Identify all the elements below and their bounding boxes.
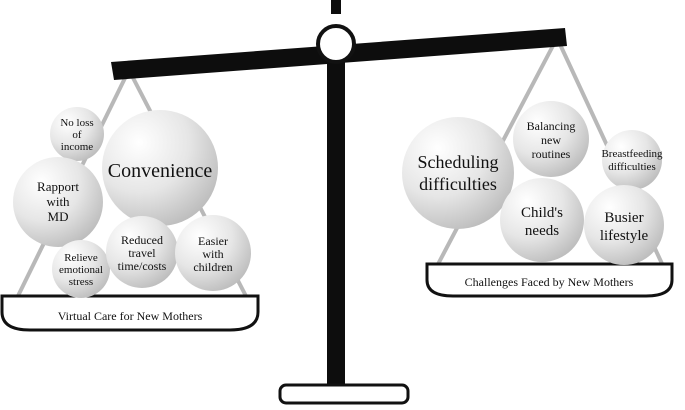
ball-label: Reduced <box>121 233 163 247</box>
ball-label: Balancing <box>527 119 576 133</box>
ball-label: Breastfeeding <box>601 148 663 160</box>
ball-label: time/costs <box>118 259 167 273</box>
benefit-ball-no-loss-of-income: No loss of income <box>50 107 104 161</box>
ball-label: needs <box>525 223 559 239</box>
ball-label: MD <box>48 209 69 224</box>
scale-base <box>278 383 410 405</box>
scale-pivot <box>316 24 356 64</box>
right-pan <box>425 262 674 298</box>
benefit-ball-convenience: Convenience <box>102 110 218 226</box>
scale-finial <box>331 0 341 14</box>
right-pan-label: Challenges Faced by New Mothers <box>465 275 634 289</box>
ball-label: Busier <box>604 210 643 226</box>
ball-label: Rapport <box>37 179 79 194</box>
ball-label: of <box>72 129 82 141</box>
ball-label: new <box>541 133 561 147</box>
benefit-ball-reduced-travel-time-costs: Reduced travel time/costs <box>106 216 178 288</box>
ball-label: Easier <box>198 234 228 248</box>
ball-label: lifestyle <box>600 228 649 244</box>
ball-label: emotional <box>59 264 103 276</box>
ball-label: with <box>46 194 70 209</box>
ball-label: travel <box>128 246 156 260</box>
ball-label: income <box>61 141 93 153</box>
ball-label: Convenience <box>108 160 213 182</box>
benefit-ball-rapport-with-md: Rapport with MD <box>13 157 103 247</box>
left-pan-label: Virtual Care for New Mothers <box>58 309 203 323</box>
benefit-ball-relieve-emotional-stress: Relieve emotional stress <box>52 240 110 298</box>
ball-label: Child's <box>521 205 563 221</box>
ball-label: Scheduling <box>418 152 499 172</box>
challenge-ball-childs-needs: Child's needs <box>500 178 584 262</box>
benefit-ball-easier-with-children: Easier with children <box>175 215 251 291</box>
ball-label: No loss <box>60 117 93 129</box>
ball-label: stress <box>69 276 93 288</box>
ball-label: routines <box>532 147 571 161</box>
challenge-ball-balancing-new-routines: Balancing new routines <box>513 101 589 177</box>
ball-label: Relieve <box>64 252 98 264</box>
ball-label: difficulties <box>608 161 655 173</box>
challenge-ball-busier-lifestyle: Busier lifestyle <box>584 185 664 265</box>
ball-label: difficulties <box>419 174 497 194</box>
left-pan <box>0 294 260 332</box>
scale-post <box>327 40 345 386</box>
ball-label: children <box>193 260 232 274</box>
challenge-ball-scheduling-difficulties: Scheduling difficulties <box>402 117 514 229</box>
challenge-ball-breastfeeding-difficulties: Breastfeeding difficulties <box>601 130 663 190</box>
ball-label: with <box>202 247 223 261</box>
